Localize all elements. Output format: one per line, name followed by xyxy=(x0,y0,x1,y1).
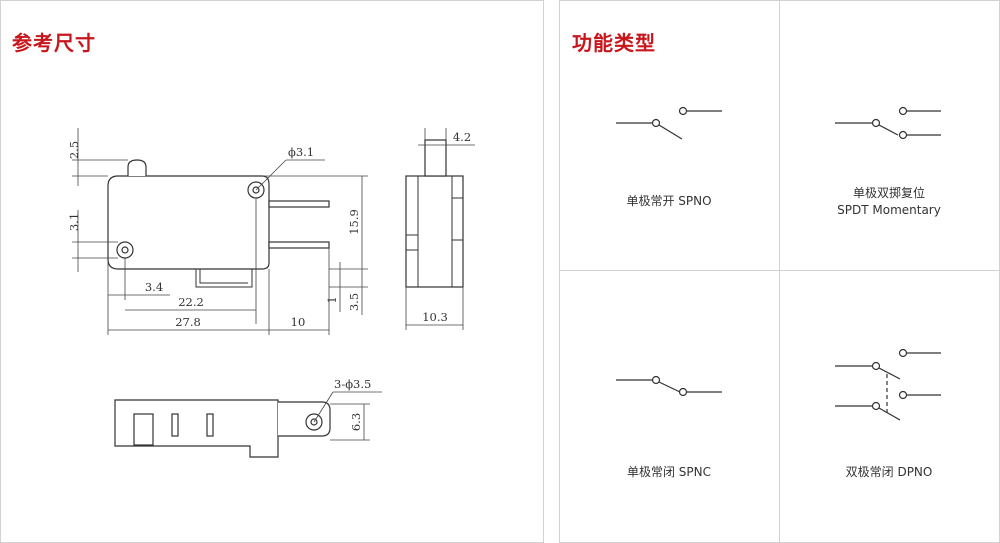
dim-3-phi-3-5: 3-ϕ3.5 xyxy=(334,377,371,391)
dimensions-title: 参考尺寸 xyxy=(12,31,96,55)
dim-15-9: 15.9 xyxy=(347,209,361,235)
dim-3-5: 3.5 xyxy=(347,293,361,311)
spdt-symbol xyxy=(835,106,941,140)
function-types-title: 功能类型 xyxy=(572,31,656,55)
dim-3-1: 3.1 xyxy=(67,213,81,231)
dim-2-5: 2.5 xyxy=(67,141,81,159)
dim-10-3: 10.3 xyxy=(422,310,448,324)
dim-1: 1 xyxy=(325,296,339,303)
spdt-label-line1: 单极双掷复位 xyxy=(852,186,925,200)
switch-end-view xyxy=(405,139,464,288)
switch-bottom-view xyxy=(114,399,331,458)
spnc-symbol xyxy=(616,375,722,397)
dim-phi-3-1: ϕ3.1 xyxy=(288,145,314,159)
spdt-label-line2: SPDT Momentary xyxy=(837,203,941,217)
dim-3-4: 3.4 xyxy=(145,280,163,294)
spno-label: 单极常开 SPNO xyxy=(626,194,712,208)
dim-4-2: 4.2 xyxy=(453,130,471,144)
dim-10: 10 xyxy=(291,315,306,329)
end-view-dimensions xyxy=(405,128,475,330)
side-view-dimensions xyxy=(72,128,368,335)
bottom-view-dimensions xyxy=(313,391,382,441)
dpno-label: 双极常闭 DPNO xyxy=(845,465,933,479)
dim-6-3: 6.3 xyxy=(349,413,363,431)
dim-27-8: 27.8 xyxy=(175,315,201,329)
grid-divider-vertical xyxy=(779,0,780,543)
spnc-label: 单极常闭 SPNC xyxy=(626,465,712,479)
grid-divider-horizontal xyxy=(559,270,1000,271)
switch-side-view xyxy=(107,159,330,288)
dim-22-2: 22.2 xyxy=(178,295,204,309)
dpno-symbol xyxy=(835,348,941,421)
spno-symbol xyxy=(616,106,722,140)
